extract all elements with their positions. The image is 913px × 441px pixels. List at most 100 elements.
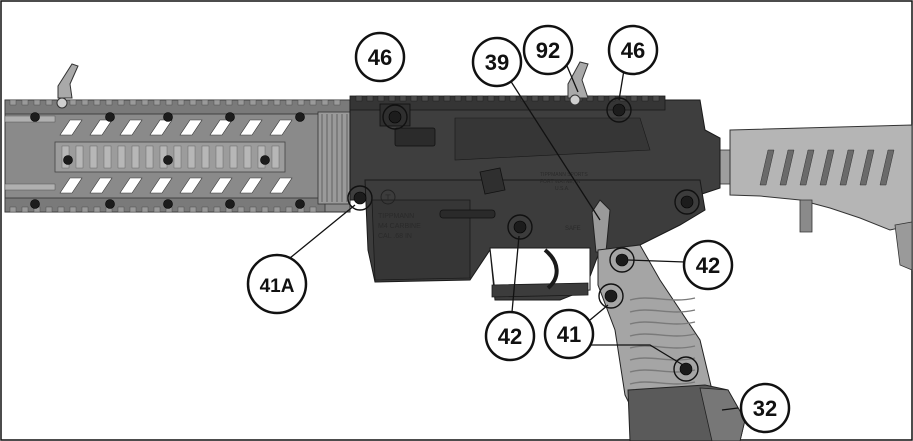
side-rail-slot: [187, 145, 196, 169]
rail-tooth: [33, 99, 41, 106]
safety-selector: [591, 199, 611, 253]
screw-icon: [604, 289, 618, 303]
rail-tooth: [297, 99, 305, 106]
handguard-bar: [4, 183, 56, 191]
callout-c42b: 42: [484, 310, 536, 362]
rail-tooth: [93, 99, 101, 106]
rear-sight-screw-icon: [569, 94, 581, 106]
screw-highlight-ring: [674, 189, 700, 215]
trigger: [543, 248, 559, 290]
leader-lines: [289, 65, 739, 411]
rail-tooth: [333, 99, 341, 106]
rail-tooth: [273, 206, 281, 213]
screw-icon: [679, 362, 693, 376]
callout-circle: [739, 382, 791, 434]
grip-texture-line: [629, 381, 696, 385]
rail-tooth: [117, 206, 125, 213]
rail-tooth: [81, 99, 89, 106]
rail-tooth: [141, 99, 149, 106]
rail-tooth: [9, 99, 17, 106]
callout-c41: 41: [543, 308, 595, 360]
rail-tooth: [129, 99, 137, 106]
screw-icon: [105, 112, 115, 122]
callout-circle: [607, 24, 659, 76]
buttpad: [894, 221, 913, 271]
stock-slot: [779, 149, 795, 186]
handguard-slot: [269, 177, 293, 194]
callout-label: 46: [368, 45, 392, 70]
lower-receiver: T TIPPMANN M4 CARBINE CAL .68 IN TIPPMAN…: [364, 167, 706, 301]
rail-tooth: [465, 95, 473, 102]
front-sight: [57, 63, 79, 99]
grip-texture-line: [629, 297, 696, 301]
handguard-slot: [149, 119, 173, 136]
magazine-release: [439, 209, 496, 219]
grip-texture-line: [629, 333, 696, 337]
rail-teeth-top: [9, 99, 341, 106]
rail-tooth: [309, 206, 317, 213]
magazine-well: [371, 199, 471, 281]
screw-icon: [295, 199, 305, 209]
callout-label: 92: [536, 38, 560, 63]
callout-circle: [471, 36, 523, 88]
callout-circle: [522, 24, 574, 76]
rail-tooth: [476, 95, 484, 102]
rail-tooth: [273, 99, 281, 106]
rail-tooth: [21, 99, 29, 106]
rail-tooth: [249, 206, 257, 213]
callout-circle: [484, 310, 536, 362]
side-rail-slot: [117, 145, 126, 169]
rail-tooth: [630, 95, 638, 102]
rail-tooth: [201, 206, 209, 213]
screws: [347, 97, 700, 382]
rail-tooth: [177, 206, 185, 213]
rail-tooth: [225, 99, 233, 106]
rail-tooth: [366, 95, 374, 102]
grip-texture-line: [629, 309, 696, 313]
receiver-marking-line-1: TIPPMANN: [378, 213, 414, 220]
handguard-bar: [4, 115, 56, 123]
handguard-screws: [30, 112, 305, 209]
rail-tooth: [641, 95, 649, 102]
rail-tooth: [597, 95, 605, 102]
callout-label: 39: [485, 50, 509, 75]
rail-tooth: [93, 206, 101, 213]
rail-tooth: [454, 95, 462, 102]
rail-tooth: [388, 95, 396, 102]
leader-line: [511, 235, 520, 313]
handguard-slot: [59, 177, 83, 194]
rail-tooth: [249, 99, 257, 106]
rail-tooth: [237, 206, 245, 213]
handguard-slot: [59, 119, 83, 136]
rail-tooth: [487, 95, 495, 102]
screw-icon: [163, 199, 173, 209]
rail-tooth: [213, 206, 221, 213]
callout-circle: [246, 253, 308, 315]
rail-tooth: [285, 99, 293, 106]
callout-circle: [354, 31, 406, 83]
rail-teeth-bottom: [9, 206, 317, 213]
handguard-slots: [4, 115, 293, 194]
rail-tooth: [153, 99, 161, 106]
rail-tooth: [9, 206, 17, 213]
screw-icon: [225, 199, 235, 209]
callout-label: 42: [498, 324, 522, 349]
screw-icon: [105, 199, 115, 209]
callout-c46a: 46: [354, 31, 406, 83]
rear-sight: [567, 61, 589, 99]
screw-highlight-ring: [347, 185, 373, 211]
front-sight-screw-icon: [56, 97, 68, 109]
screw-icon: [30, 112, 40, 122]
rail-tooth: [531, 95, 539, 102]
callout-c92: 92: [522, 24, 574, 76]
screw-icon: [388, 110, 402, 124]
rail-tooth: [321, 99, 329, 106]
rail-tooth: [377, 95, 385, 102]
leader-line: [721, 407, 739, 411]
side-rail-slot: [271, 145, 280, 169]
stock-lever: [799, 199, 813, 233]
screw-highlight-ring: [507, 214, 533, 240]
callout-c46b: 46: [607, 24, 659, 76]
